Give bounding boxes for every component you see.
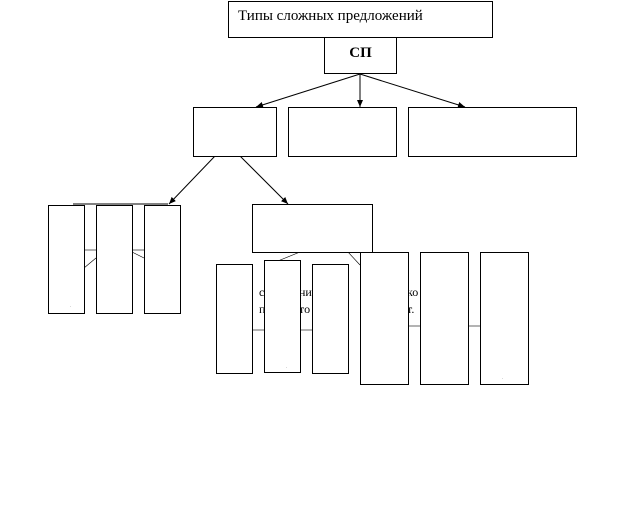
right-group-box-3: .: [480, 252, 529, 385]
diagram-title-box: Типы сложных предложений: [228, 1, 493, 38]
arrow-to-sub-box: [239, 155, 289, 205]
fragment-dot-1: .: [70, 303, 71, 308]
root-node-sp: СП: [324, 37, 397, 74]
fragment-text-6: т.: [407, 302, 415, 316]
root-node-label: СП: [349, 45, 372, 61]
right-group-box-1: [360, 252, 409, 385]
fragment-text-1: с: [259, 285, 265, 299]
arrow-to-left-group: [168, 155, 216, 205]
fragment-text-3: ко: [407, 285, 419, 299]
fragment-text-5: то: [299, 302, 311, 316]
right-group-box-2: [420, 252, 469, 385]
diagram-title: Типы сложных предложений: [238, 8, 423, 24]
level1-box-middle: [288, 107, 397, 157]
arrow-to-left-box: [255, 73, 361, 108]
lower-group-box-2: .: [264, 260, 301, 373]
sub-node-box: [252, 204, 373, 253]
left-group-box-3: [144, 205, 181, 314]
fragment-dot-3: .: [502, 375, 503, 380]
lower-group-box-3: [312, 264, 349, 374]
level1-box-right: [408, 107, 577, 157]
lower-group-box-1: [216, 264, 253, 374]
fragment-text-4: п: [259, 302, 266, 316]
arrow-to-right-box: [359, 73, 466, 108]
left-group-box-1: .: [48, 205, 85, 314]
fragment-dot-2: .: [286, 364, 287, 369]
left-group-box-2: [96, 205, 133, 314]
level1-box-left: [193, 107, 277, 157]
